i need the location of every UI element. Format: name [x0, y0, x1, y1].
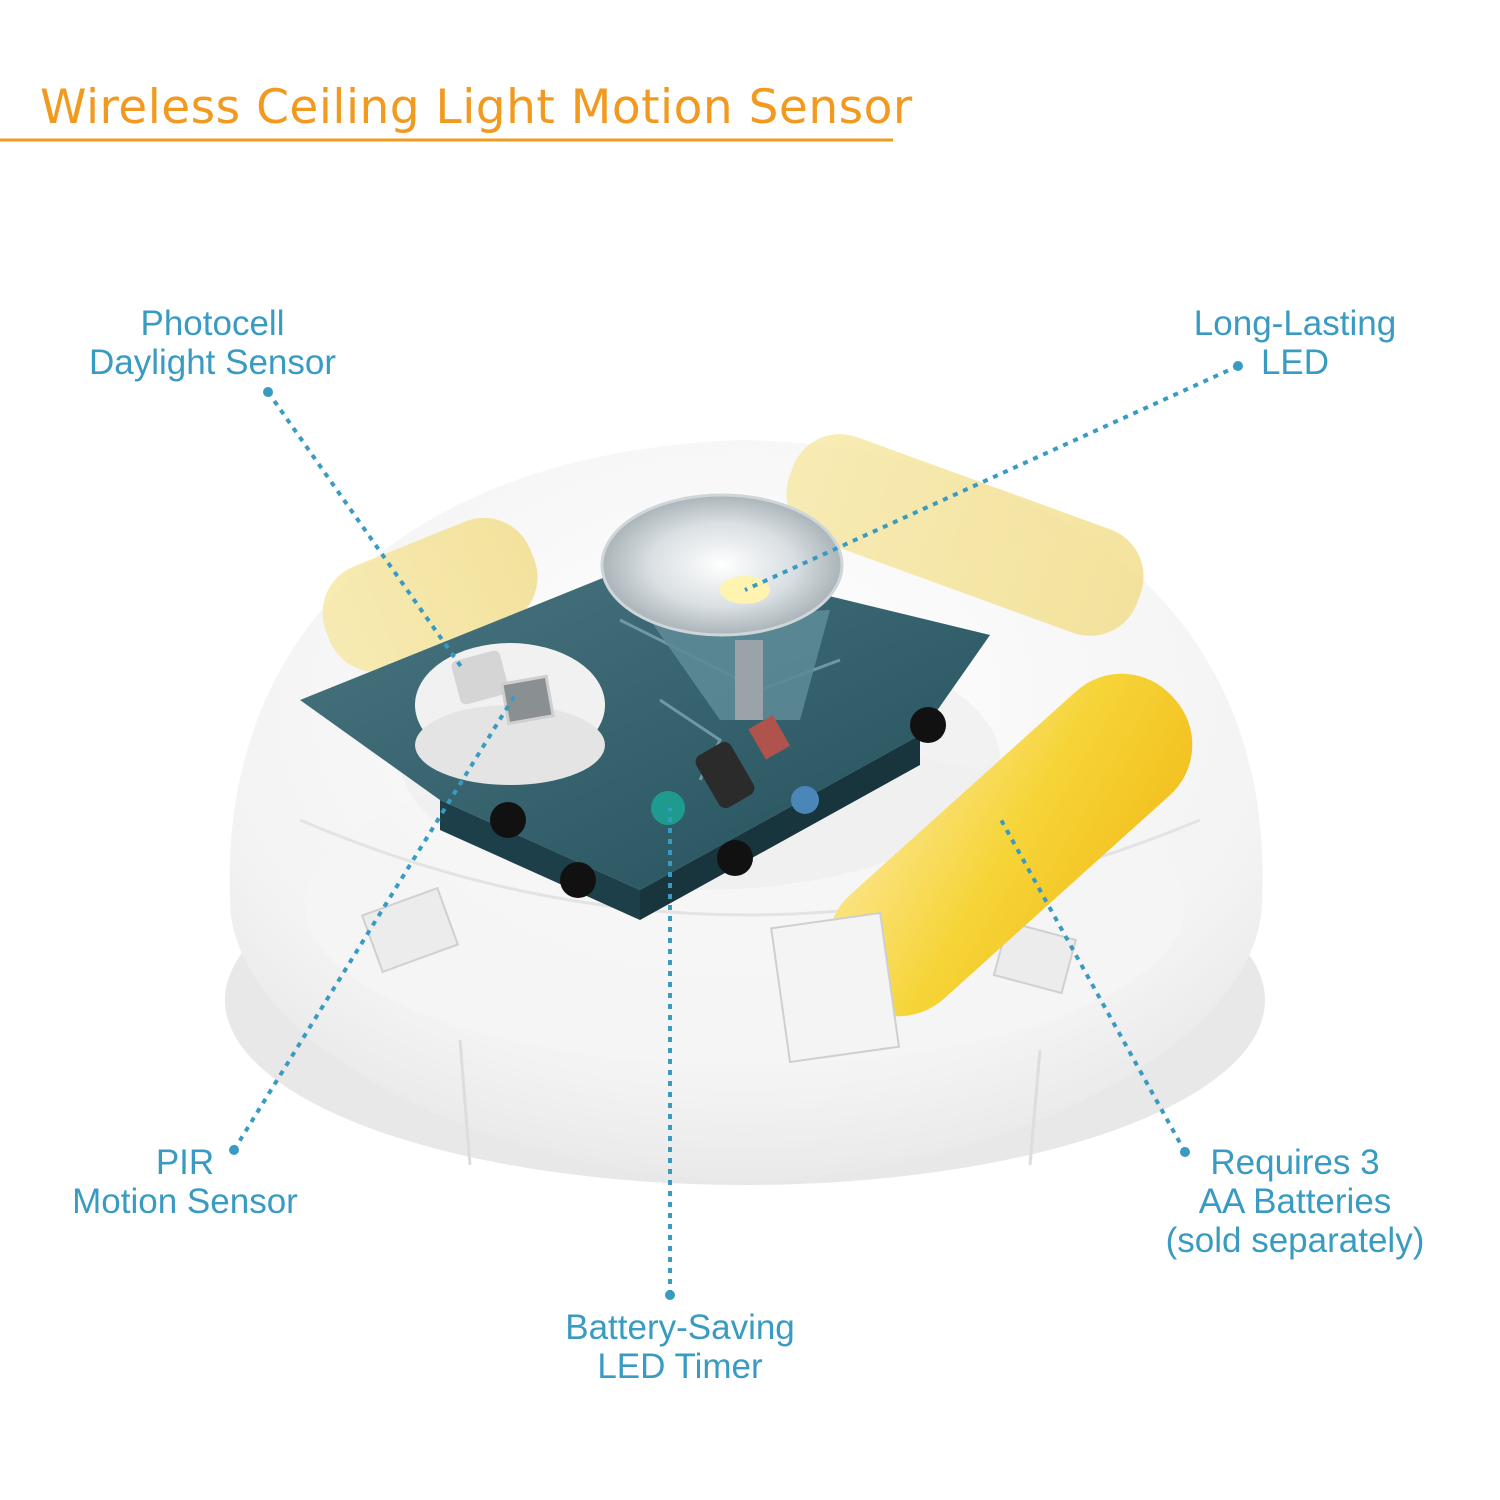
pir-label: PIR Motion Sensor: [35, 1143, 335, 1221]
battery-leader: [998, 817, 1187, 1153]
led-dot: [1233, 361, 1243, 371]
photocell-leader: [266, 390, 464, 670]
pir-sensor-module: [415, 643, 605, 785]
battery-dot: [1180, 1147, 1190, 1157]
battery-top-right: [786, 434, 1144, 636]
battery-label: Requires 3 AA Batteries (sold separately…: [1135, 1143, 1455, 1260]
led-label-line2: LED: [1260, 343, 1330, 382]
photocell-label-line1: Photocell: [140, 304, 285, 343]
led-reflector: [600, 493, 844, 720]
battery-front: [770, 673, 1193, 1064]
timer-label: Battery-Saving LED Timer: [530, 1308, 830, 1386]
pir-leader: [232, 693, 517, 1152]
battery-label-line1: Requires 3: [1210, 1143, 1380, 1182]
battery-label-line3: (sold separately): [1165, 1221, 1425, 1260]
pir-label-line1: PIR: [155, 1143, 215, 1182]
callout-dots: [229, 361, 1243, 1300]
pir-dot: [229, 1145, 239, 1155]
photocell-label: Photocell Daylight Sensor: [40, 304, 385, 382]
timer-dot: [665, 1290, 675, 1300]
pir-label-line2: Motion Sensor: [72, 1182, 298, 1221]
led-label: Long-Lasting LED: [1150, 304, 1440, 382]
photocell-label-line2: Daylight Sensor: [88, 343, 337, 382]
led-label-line1: Long-Lasting: [1193, 304, 1397, 343]
battery-label-line2: AA Batteries: [1198, 1182, 1392, 1221]
timer-label-line1: Battery-Saving: [565, 1308, 795, 1347]
battery-top-left: [322, 517, 538, 673]
timer-label-line2: LED Timer: [597, 1347, 763, 1386]
callout-lines: [232, 364, 1239, 1295]
led-leader: [744, 364, 1239, 592]
page-title: Wireless Ceiling Light Motion Sensor: [40, 80, 913, 135]
photocell-dot: [263, 387, 273, 397]
